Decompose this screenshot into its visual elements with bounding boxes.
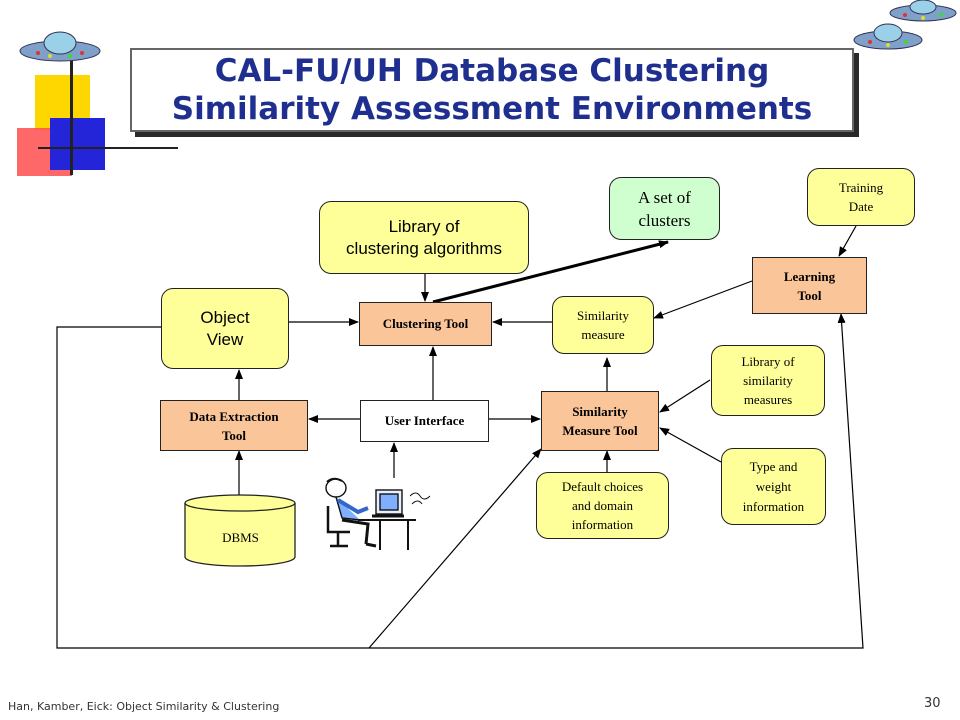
ufo-icon [853,23,923,50]
node-library-clustering-algorithms: Library of clustering algorithms [319,201,529,274]
node-clustering-tool: Clustering Tool [359,302,492,346]
computer-user-icon [325,477,431,550]
title-line-1: CAL-FU/UH Database Clustering [214,53,770,89]
node-default-choices: Default choices and domain information [536,472,669,539]
node-set-of-clusters: A set of clusters [609,177,720,240]
dbms-cylinder-icon [184,494,296,567]
node-training-date: Training Date [807,168,915,226]
node-learning-tool: Learning Tool [752,257,867,314]
page-number: 30 [924,696,941,711]
ufo-icon [19,31,101,62]
node-similarity-measure: Similarity measure [552,296,654,354]
decor-line-vertical [70,60,73,175]
node-type-weight-information: Type and weight information [721,448,826,525]
node-similarity-measure-tool: Similarity Measure Tool [541,391,659,451]
dbms-label: DBMS [222,530,259,545]
node-object-view: Object View [161,288,289,369]
node-library-similarity-measures: Library of similarity measures [711,345,825,416]
decor-square-blue [50,118,105,170]
ufo-icon [889,0,957,22]
title-line-2: Similarity Assessment Environments [171,91,813,127]
node-data-extraction-tool: Data Extraction Tool [160,400,308,451]
node-user-interface: User Interface [360,400,489,442]
decor-line-horizontal [38,147,178,149]
slide-title: CAL-FU/UH Database Clustering Similarity… [130,48,854,132]
footer-credit: Han, Kamber, Eick: Object Similarity & C… [8,700,280,713]
